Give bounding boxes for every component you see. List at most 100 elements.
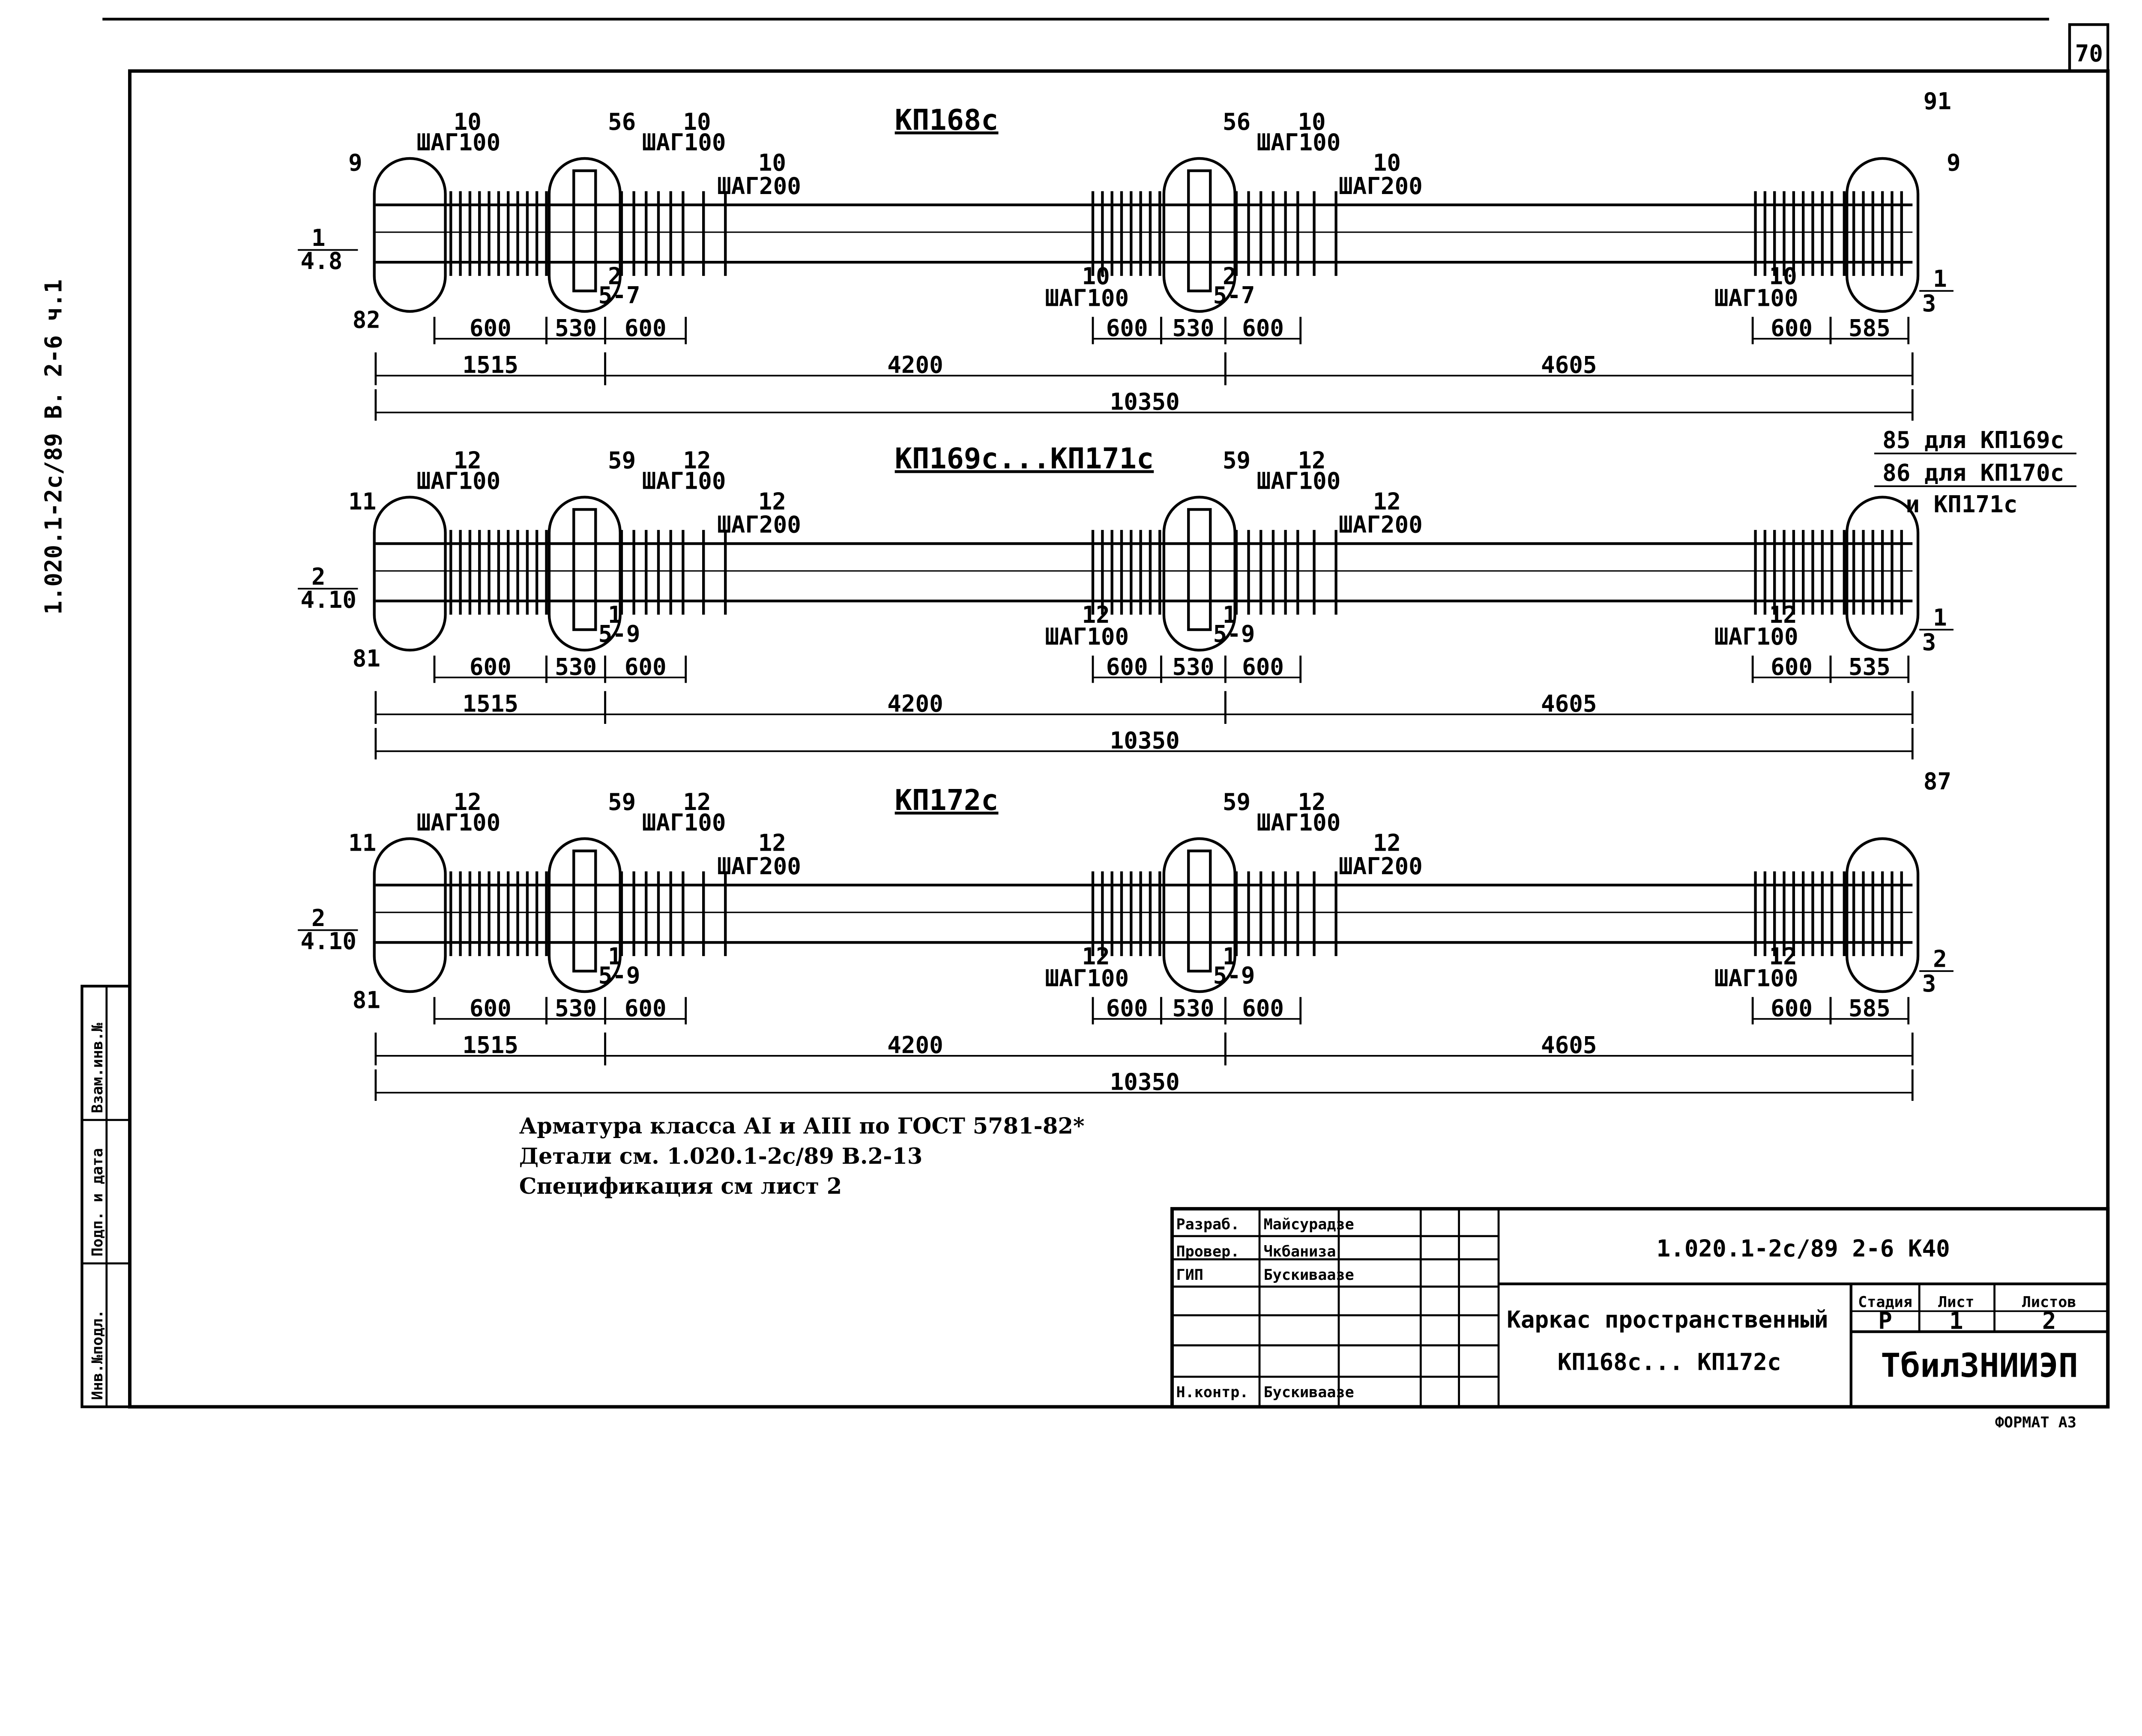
stirrup-count: 10 xyxy=(454,108,482,135)
oval-mark: 81 xyxy=(353,645,380,672)
callout-oval xyxy=(547,157,622,313)
role-name: Чкбаниза xyxy=(1264,1243,1336,1261)
stirrup-step: ШАГ200 xyxy=(1339,173,1423,200)
sheets-label: Листов xyxy=(2022,1294,2076,1311)
stirrup-step: ШАГ100 xyxy=(642,468,726,495)
note-label: 86 для КП170с xyxy=(1882,459,2064,486)
drawing-subtitle: КП168с... КП172с xyxy=(1558,1348,1781,1375)
plate-mark: 59 xyxy=(608,789,636,816)
section-mark: 2 xyxy=(311,905,326,932)
dim-value: 600 xyxy=(1771,314,1813,341)
dim-value: 4200 xyxy=(887,352,943,379)
stirrup-step: ШАГ100 xyxy=(642,129,726,156)
stirrup-count: 12 xyxy=(1082,943,1110,970)
stirrup-step: ШАГ100 xyxy=(1045,965,1129,992)
stirrup-step: ШАГ200 xyxy=(1339,511,1423,538)
embedded-plate xyxy=(572,849,597,973)
stirrup-count: 12 xyxy=(758,488,786,515)
callout-oval xyxy=(547,837,622,993)
stirrup-count: 12 xyxy=(1769,943,1797,970)
section-mark: 1 xyxy=(1223,943,1237,970)
stage-value: Р xyxy=(1878,1308,1892,1335)
section-mark: 5-9 xyxy=(598,621,640,648)
stirrup-step: ШАГ100 xyxy=(1257,468,1341,495)
drawing-title: Каркас пространственный xyxy=(1507,1306,1828,1333)
section-mark: 3 xyxy=(1922,629,1936,656)
general-note: Спецификация см лист 2 xyxy=(519,1174,842,1199)
dim-total: 10350 xyxy=(1110,1069,1180,1096)
stirrup-step: ШАГ100 xyxy=(1257,129,1341,156)
stirrup-count: 10 xyxy=(1769,263,1797,290)
dim-value: 600 xyxy=(1242,995,1284,1022)
callout-oval xyxy=(373,837,447,993)
section-mark: 1 xyxy=(1223,601,1237,628)
stirrup-count: 10 xyxy=(1373,149,1401,176)
section-mark: 3 xyxy=(1922,970,1936,997)
stirrup-count: 12 xyxy=(1769,601,1797,628)
side-code: 1.020.1-2с/89 В. 2-6 ч.1 xyxy=(40,279,67,615)
dim-value: 600 xyxy=(470,653,512,680)
note-label: 85 для КП169с xyxy=(1882,427,2064,454)
role-label: Н.контр. xyxy=(1176,1383,1249,1401)
dim-value: 535 xyxy=(1849,653,1891,680)
dim-value: 4200 xyxy=(887,1032,943,1059)
bar-mark: 9 xyxy=(1947,149,1961,176)
sheets-value: 2 xyxy=(2042,1308,2056,1335)
stirrup-step: ШАГ100 xyxy=(1714,623,1798,650)
format-label: ФОРМАТ А3 xyxy=(1995,1413,2076,1431)
section-mark: 2 xyxy=(311,563,326,590)
embedded-plate xyxy=(1187,169,1212,293)
section-mark: 4.8 xyxy=(301,248,343,275)
oval-mark: 87 xyxy=(1924,768,1951,795)
dim-value: 585 xyxy=(1849,314,1891,341)
stirrup-count: 10 xyxy=(1298,108,1325,135)
callout-oval xyxy=(1162,837,1236,993)
stirrup-step: ШАГ100 xyxy=(1257,809,1341,836)
stirrup-step: ШАГ200 xyxy=(717,173,801,200)
stirrup-count: 12 xyxy=(683,789,711,816)
doc-code: 1.020.1-2с/89 2-6 К40 xyxy=(1657,1235,1950,1262)
dim-value: 530 xyxy=(1172,995,1214,1022)
dim-value: 600 xyxy=(1106,653,1148,680)
frame-title: КП168с xyxy=(895,103,999,137)
callout-oval xyxy=(547,496,622,652)
section-mark: 1 xyxy=(608,601,622,628)
dim-value: 530 xyxy=(555,653,597,680)
role-name: Бускиваазе xyxy=(1264,1266,1354,1284)
stirrup-count: 12 xyxy=(1298,447,1325,474)
dim-value: 600 xyxy=(625,314,667,341)
section-mark: 3 xyxy=(1922,290,1936,317)
callout-oval xyxy=(373,496,447,652)
plate-mark: 59 xyxy=(1223,447,1250,474)
plate-mark: 56 xyxy=(608,108,636,135)
sheet-border xyxy=(128,69,2110,1409)
stirrup-count: 10 xyxy=(758,149,786,176)
stirrup-step: ШАГ200 xyxy=(717,511,801,538)
stirrup-step: ШАГ200 xyxy=(717,853,801,880)
stirrup-step: ШАГ100 xyxy=(417,129,501,156)
stirrup-step: ШАГ100 xyxy=(417,809,501,836)
stage-label: Стадия xyxy=(1858,1294,1912,1311)
embedded-plate xyxy=(572,508,597,631)
section-mark: 1 xyxy=(1933,266,1947,293)
callout-oval xyxy=(373,157,447,313)
stirrup-count: 10 xyxy=(1082,263,1110,290)
oval-mark: 91 xyxy=(1924,88,1951,115)
organization: ТбилЗНИИЭП xyxy=(1881,1347,2078,1385)
stirrup-count: 12 xyxy=(683,447,711,474)
section-mark: 5-7 xyxy=(1213,282,1255,309)
stirrup-step: ШАГ100 xyxy=(1045,284,1129,311)
note-label: и КП171с xyxy=(1906,491,2017,518)
stirrup-step: ШАГ100 xyxy=(1045,623,1129,650)
dim-value: 4605 xyxy=(1541,352,1597,379)
oval-mark: 81 xyxy=(353,986,380,1013)
section-mark: 1 xyxy=(311,224,326,251)
dim-total: 10350 xyxy=(1110,727,1180,754)
plate-mark: 59 xyxy=(608,447,636,474)
general-note: Арматура класса АI и АIII по ГОСТ 5781-8… xyxy=(519,1114,1085,1139)
dim-value: 600 xyxy=(470,314,512,341)
